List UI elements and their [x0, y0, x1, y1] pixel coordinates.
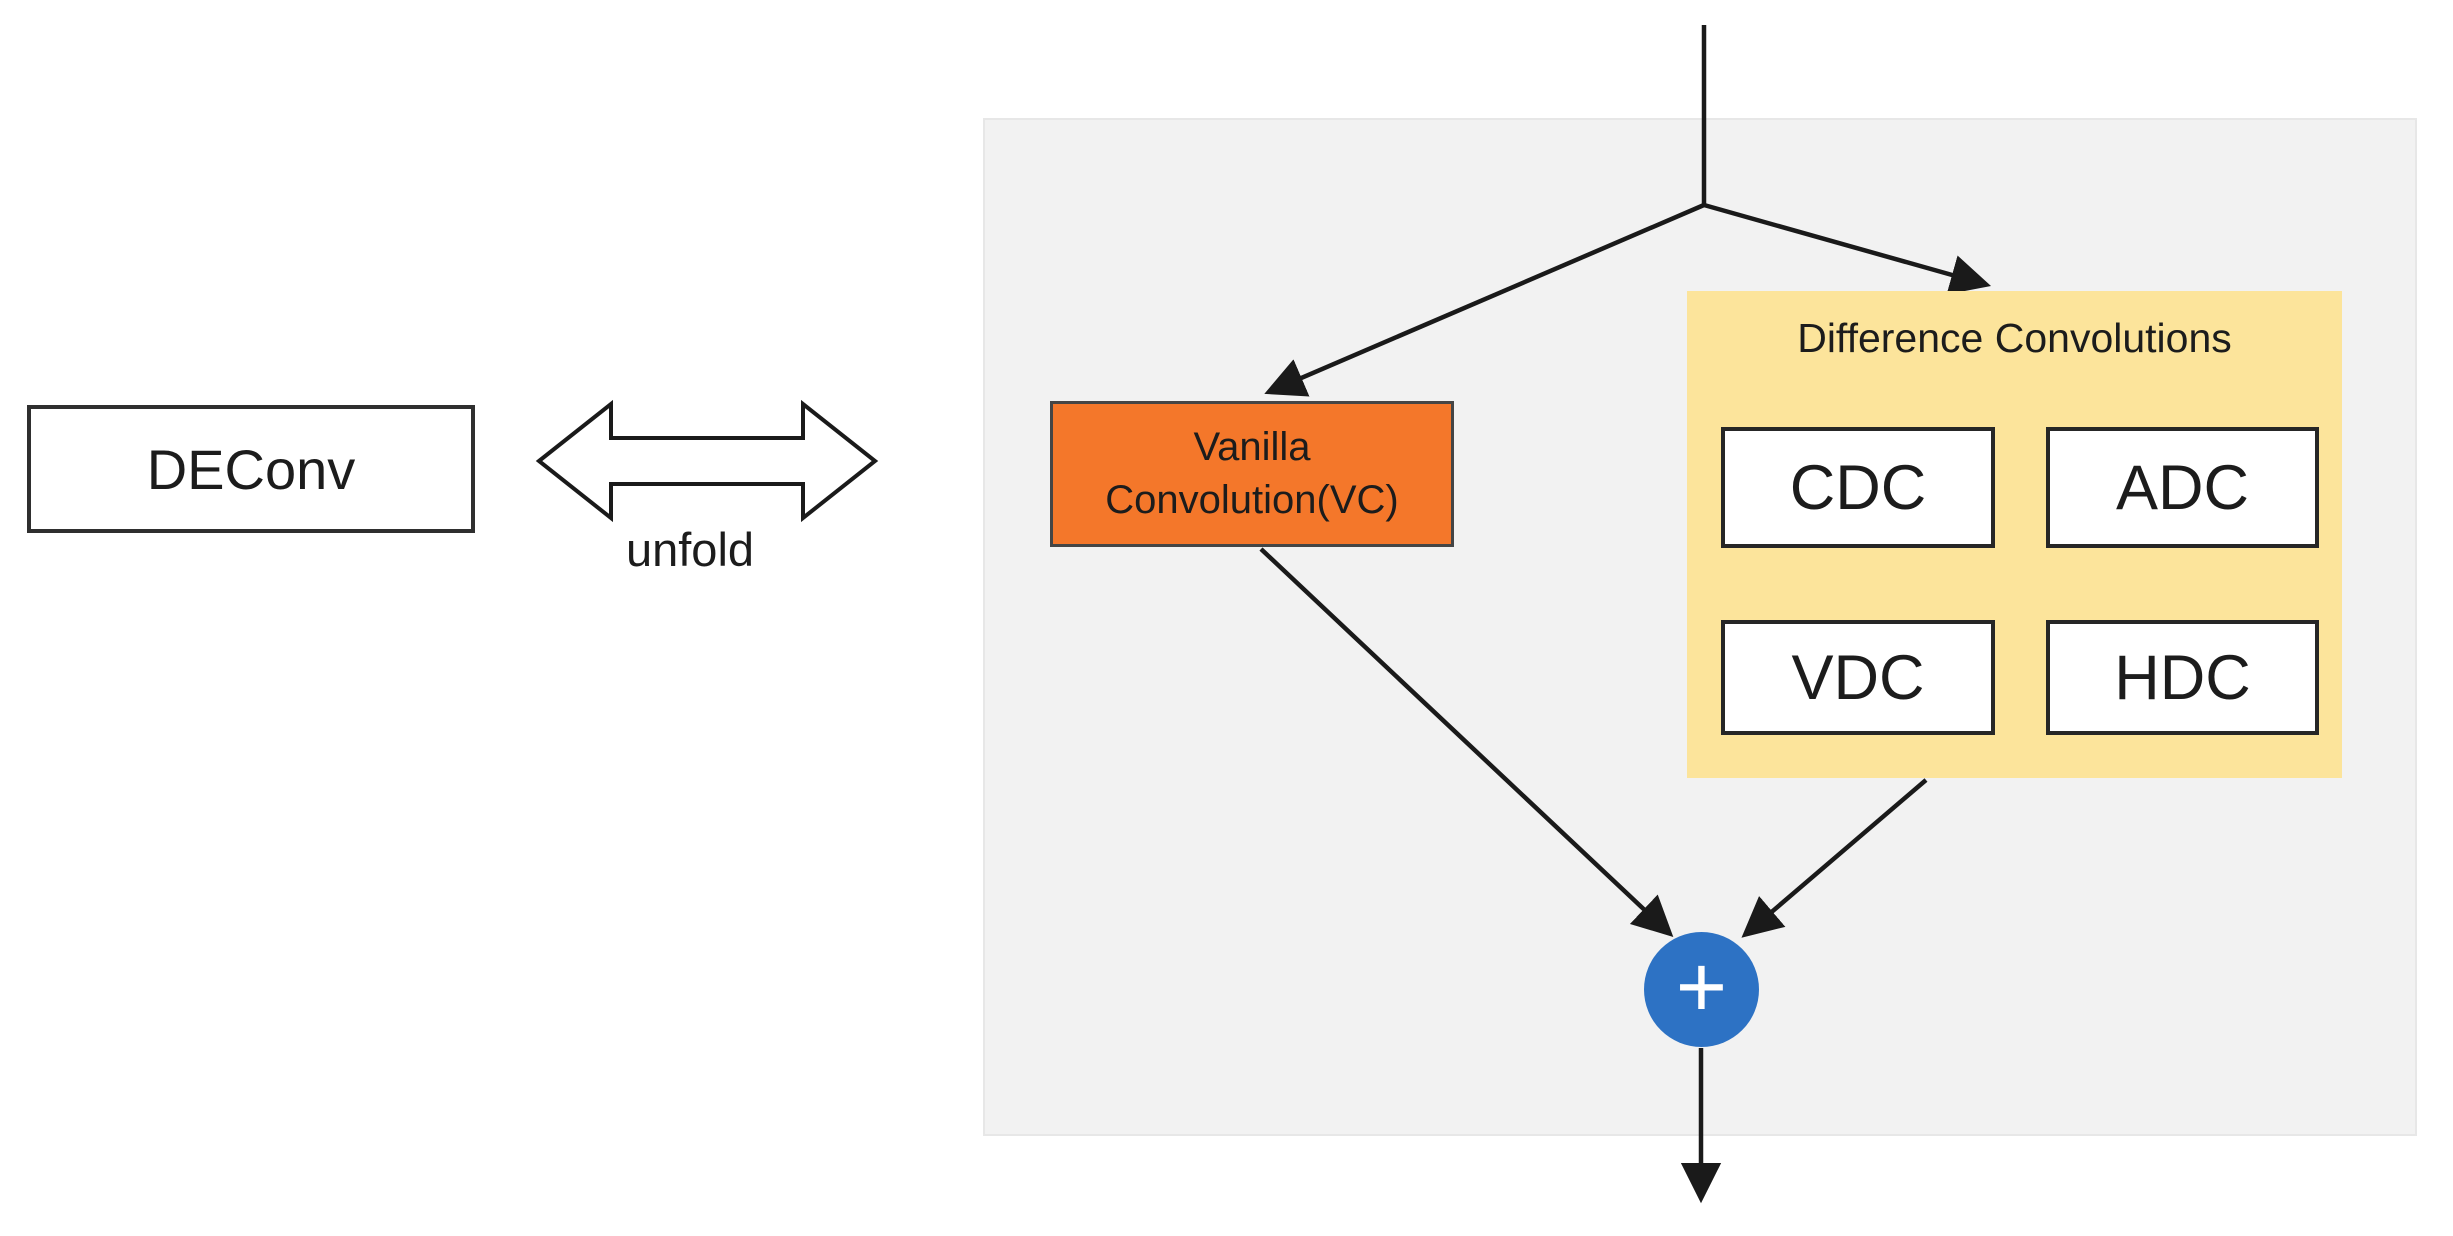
adc-label: ADC: [2115, 452, 2249, 523]
vanilla-label-line1: Vanilla: [1193, 425, 1311, 470]
sum-node: +: [1644, 932, 1759, 1047]
difference-convolutions-title: Difference Convolutions: [1797, 315, 2232, 361]
vdc-block: VDC: [1721, 620, 1995, 735]
deconv-block: DEConv: [27, 405, 475, 533]
adc-block: ADC: [2046, 427, 2319, 548]
hdc-block: HDC: [2046, 620, 2319, 735]
double-arrow-icon: [535, 399, 879, 523]
hdc-label: HDC: [2114, 642, 2251, 713]
plus-icon: +: [1675, 936, 1728, 1036]
vanilla-convolution-block: Vanilla Convolution(VC): [1050, 401, 1454, 547]
vdc-label: VDC: [1791, 642, 1925, 713]
vanilla-label-line2: Convolution(VC): [1105, 478, 1399, 522]
cdc-label: CDC: [1789, 452, 1927, 523]
deconv-label: DEConv: [146, 437, 356, 501]
unfold-label: unfold: [625, 523, 755, 576]
cdc-block: CDC: [1721, 427, 1995, 548]
difference-convolutions-group: Difference Convolutions CDC ADC VDC HDC: [1687, 291, 2342, 778]
